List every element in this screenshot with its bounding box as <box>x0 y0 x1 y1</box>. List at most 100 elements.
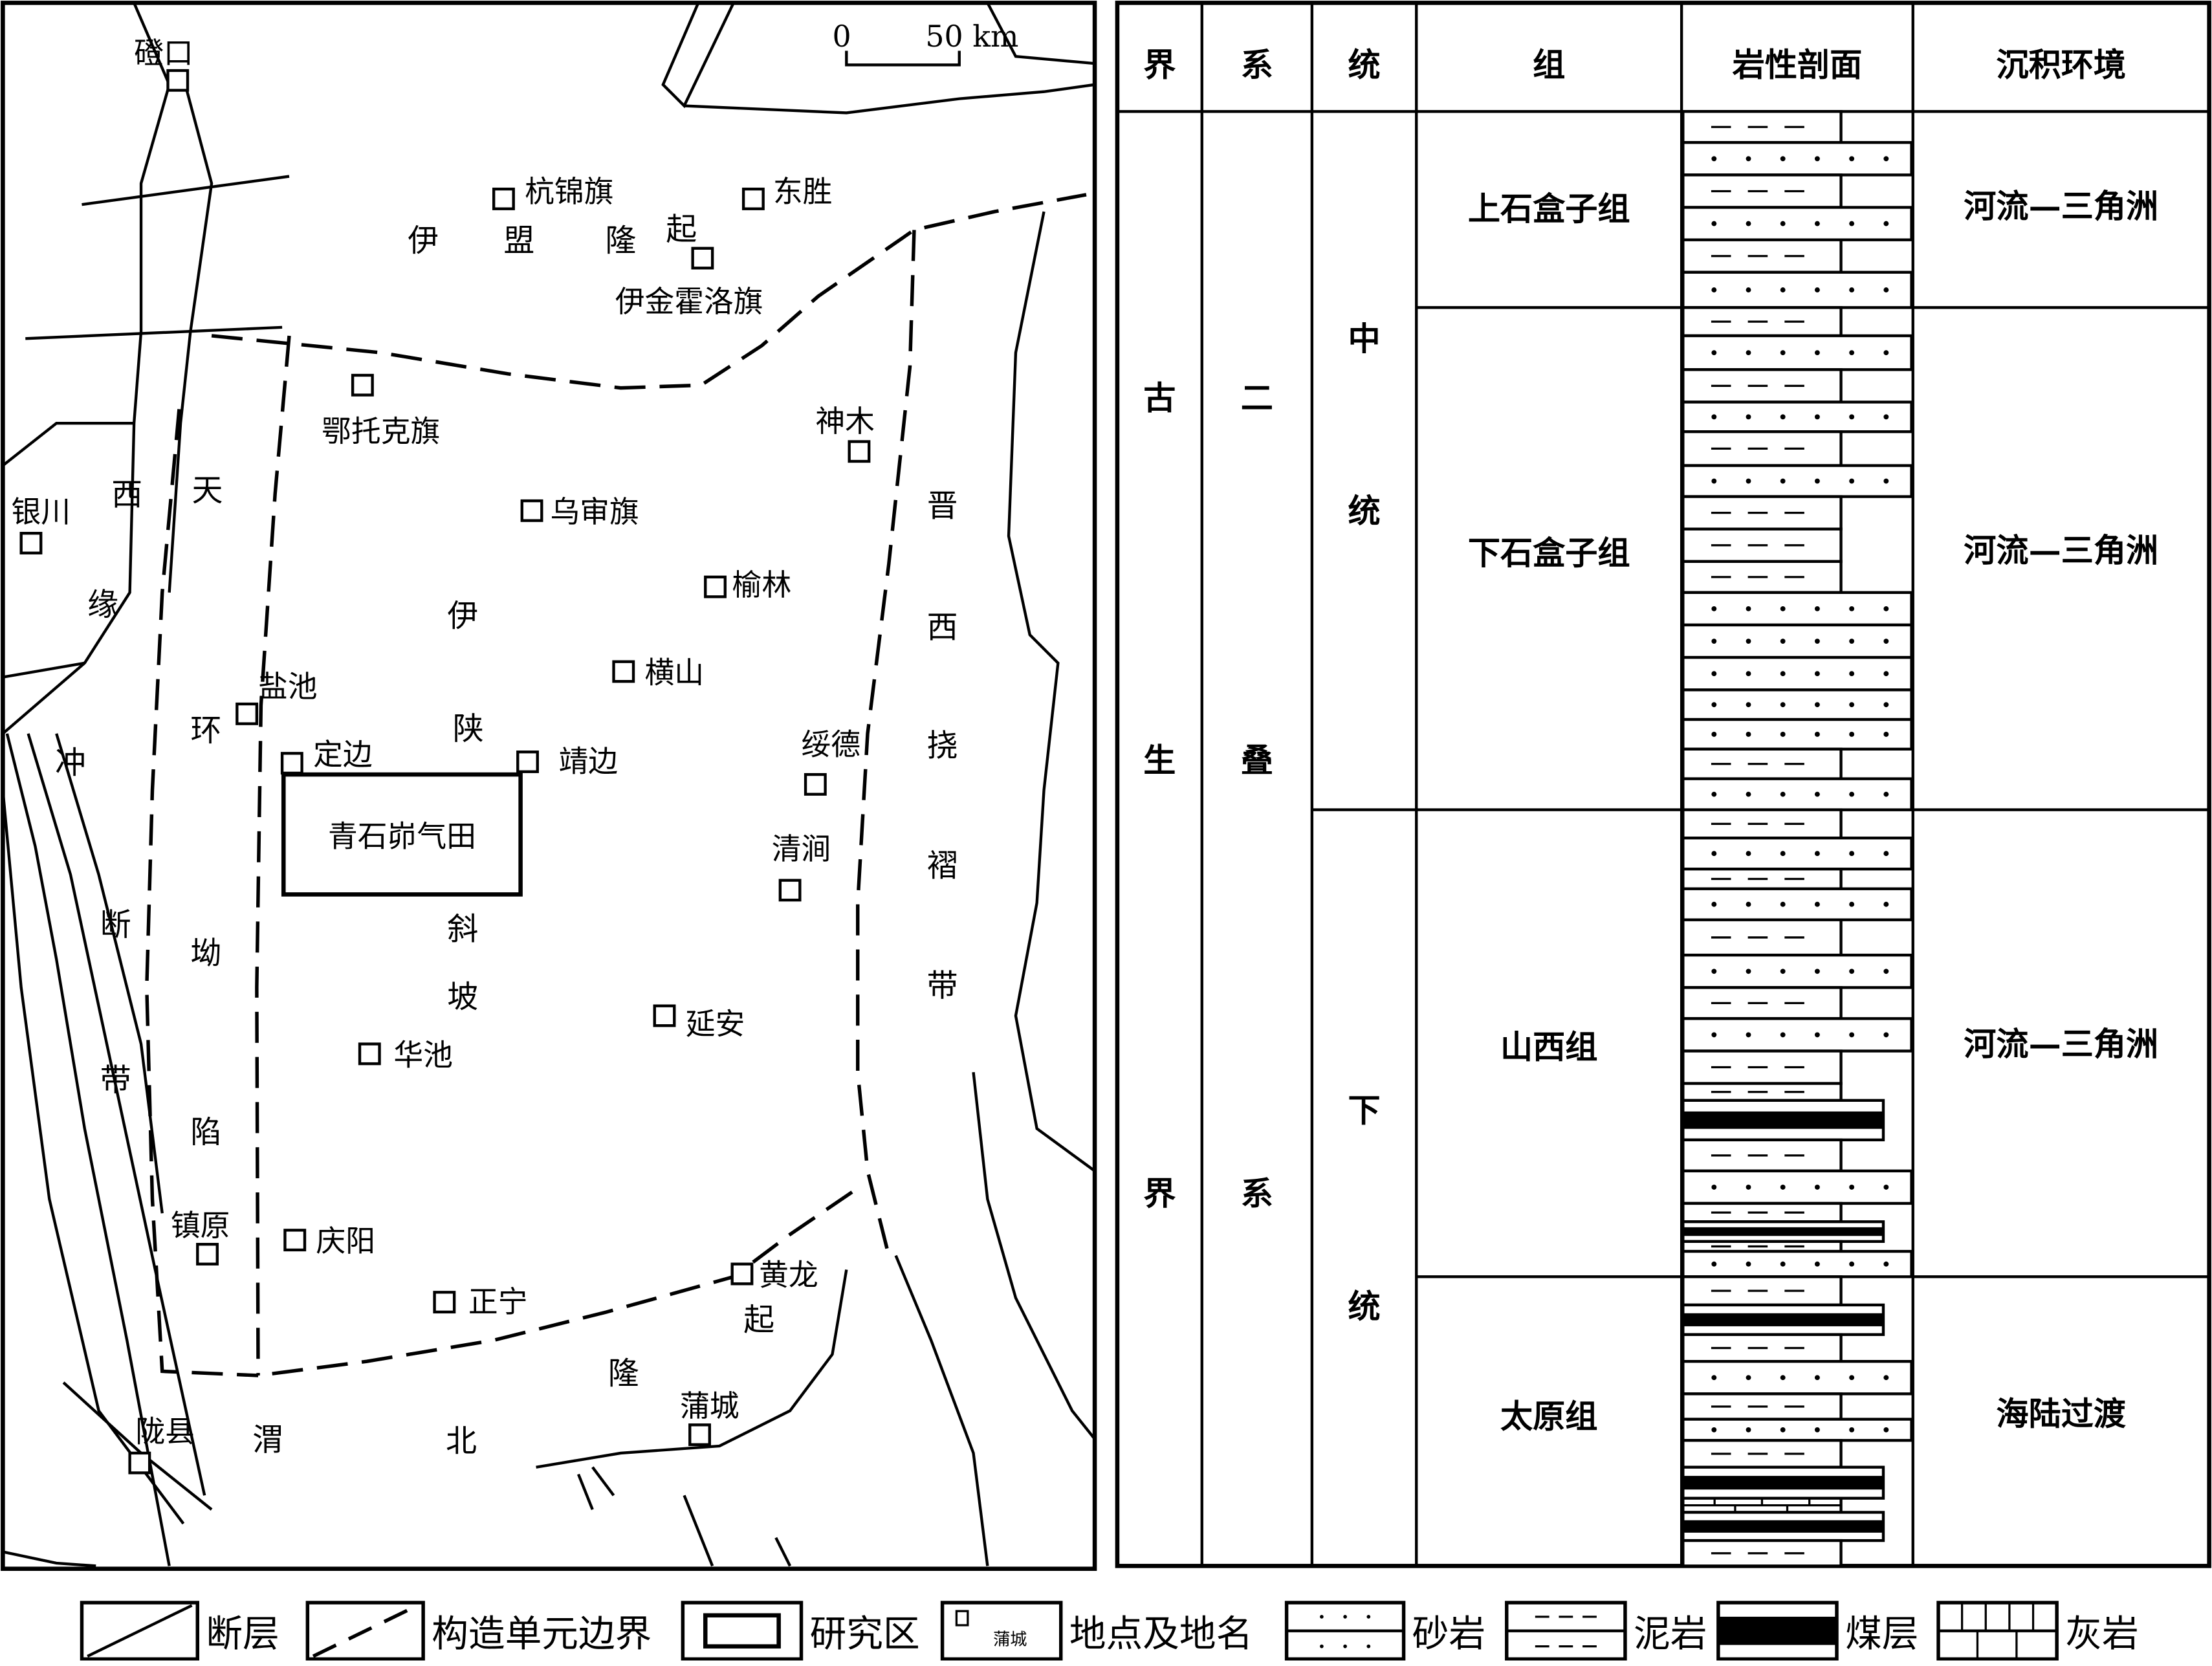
layer-sand <box>1681 837 1913 871</box>
place-label: 杭锦旗 <box>525 174 613 209</box>
layer-sand <box>1681 623 1913 659</box>
place-label: 蒲城 <box>680 1388 739 1423</box>
unit-char-weibei: 隆 <box>608 1355 639 1392</box>
system-char: 叠 <box>1241 741 1273 780</box>
place-marker: 陇县 <box>128 1414 195 1474</box>
legend-place-icon: 蒲城 <box>940 1601 1063 1661</box>
map-frame <box>1 1 1097 1571</box>
legend-item-sand: 砂岩 <box>1284 1601 1485 1661</box>
place-label: 榆林 <box>732 567 792 602</box>
place-square-icon <box>283 1229 307 1252</box>
place-label: 定边 <box>313 737 373 772</box>
scale-bar: 0 50 km <box>832 19 1018 67</box>
layer-sand <box>1681 655 1913 692</box>
place-square-icon <box>351 373 374 397</box>
unit-char-xiyuan: 冲 <box>55 745 86 781</box>
layer-sand <box>1681 591 1913 627</box>
layer-mud <box>1681 747 1843 780</box>
legend-place-sample: 蒲城 <box>993 1630 1027 1649</box>
place-marker: 乌审旗 <box>520 494 639 529</box>
legend-item-place: 蒲城地点及地名 <box>940 1601 1253 1661</box>
place-marker: 清涧 <box>772 831 831 902</box>
place-label: 清涧 <box>772 831 831 866</box>
layer-sand <box>1681 887 1913 921</box>
layer-mud <box>1681 1392 1843 1421</box>
legend-fault-icon <box>80 1601 199 1661</box>
unit-char-xiyuan: 西 <box>111 477 142 513</box>
unit-char-yishan: 坡 <box>447 979 478 1015</box>
layer-mud <box>1681 1082 1843 1102</box>
tectonic-boundaries <box>145 193 1087 1377</box>
layer-mud <box>1681 1049 1843 1085</box>
place-marker: 神木 <box>815 404 875 463</box>
place-label: 延安 <box>686 1006 745 1041</box>
series-char: 下 <box>1348 1091 1380 1129</box>
place-label: 靖边 <box>558 744 618 779</box>
depositional-environment: 河流—三角洲 <box>1964 1025 2158 1063</box>
series-char: 统 <box>1348 1288 1380 1326</box>
scale-zero: 0 <box>832 19 851 54</box>
unit-char-yimeng: 隆 <box>605 223 636 259</box>
study-area-label: 青石峁气田 <box>328 818 476 853</box>
unit-char-jinxi: 带 <box>927 967 958 1003</box>
place-label: 银川 <box>11 494 71 529</box>
legend-label: 煤层 <box>1845 1613 1918 1656</box>
place-square-icon <box>730 1262 754 1286</box>
place-square-icon <box>653 1004 676 1027</box>
legend-item-boundary: 构造单元边界 <box>305 1601 652 1661</box>
place-marker: 华池 <box>358 1037 453 1072</box>
layer-mud <box>1681 560 1843 594</box>
place-label: 正宁 <box>468 1284 528 1319</box>
formation-name: 下石盒子组 <box>1468 534 1630 572</box>
layer-mud <box>1681 986 1843 1020</box>
layer-mud <box>1681 110 1843 144</box>
place-marker: 镇原 <box>171 1208 230 1266</box>
layer-mud <box>1681 495 1843 531</box>
layer-mud <box>1681 238 1843 274</box>
place-label: 黄龙 <box>759 1257 818 1292</box>
unit-char-tianhuan: 陷 <box>190 1114 221 1150</box>
column-header: 界 <box>1143 46 1176 84</box>
place-label: 东胜 <box>773 174 833 209</box>
unit-char-tianhuan: 环 <box>190 712 221 749</box>
layer-mud <box>1681 1539 1843 1568</box>
layer-mud <box>1681 1201 1843 1223</box>
place-label: 盐池 <box>258 669 318 704</box>
places: 磴口杭锦旗东胜伊金霍洛旗鄂托克旗神木乌审旗银川榆林横山盐池定边靖边绥德清涧延安华… <box>11 36 875 1474</box>
formation-name: 山西组 <box>1500 1027 1597 1066</box>
place-marker: 磴口 <box>134 36 193 92</box>
column-header: 统 <box>1348 46 1380 84</box>
layer-mud <box>1681 868 1843 890</box>
place-marker: 黄龙 <box>730 1257 818 1292</box>
column-header: 沉积环境 <box>1996 46 2126 84</box>
place-label: 磴口 <box>134 36 193 71</box>
formation-name: 上石盒子组 <box>1468 190 1630 228</box>
stratigraphic-column: 界系统组岩性剖面沉积环境 古生界二叠系中统下统上石盒子组河流—三角洲下石盒子组河… <box>1115 1 2211 1568</box>
place-marker: 盐池 <box>235 669 318 725</box>
layer-mud <box>1681 1439 1843 1469</box>
unit-char-tianhuan: 坳 <box>190 935 221 971</box>
layer-mud <box>1681 368 1843 404</box>
unit-char-yimeng: 起 <box>666 212 697 248</box>
place-square-icon <box>358 1042 381 1066</box>
place-square-icon <box>704 575 727 598</box>
place-label: 绥德 <box>802 727 861 762</box>
series-char: 中 <box>1348 320 1380 358</box>
layer-sand <box>1681 270 1913 309</box>
legend-label: 灰岩 <box>2065 1613 2138 1656</box>
layer-mud <box>1681 1275 1843 1307</box>
layer-coal <box>1681 1465 1885 1500</box>
lithology-section <box>1681 110 1913 1568</box>
layer-sand <box>1681 1418 1913 1442</box>
legend-boundary-icon <box>305 1601 425 1661</box>
depositional-environment: 河流—三角洲 <box>1964 531 2158 569</box>
legend-label: 砂岩 <box>1412 1613 1485 1656</box>
layer-sand <box>1681 954 1913 989</box>
depositional-environment: 河流—三角洲 <box>1964 187 2158 225</box>
depositional-environment: 海陆过渡 <box>1996 1394 2126 1432</box>
place-square-icon <box>280 752 303 775</box>
series-char: 统 <box>1348 492 1380 530</box>
place-marker: 定边 <box>280 737 373 775</box>
legend-item-study: 研究区 <box>681 1601 920 1661</box>
